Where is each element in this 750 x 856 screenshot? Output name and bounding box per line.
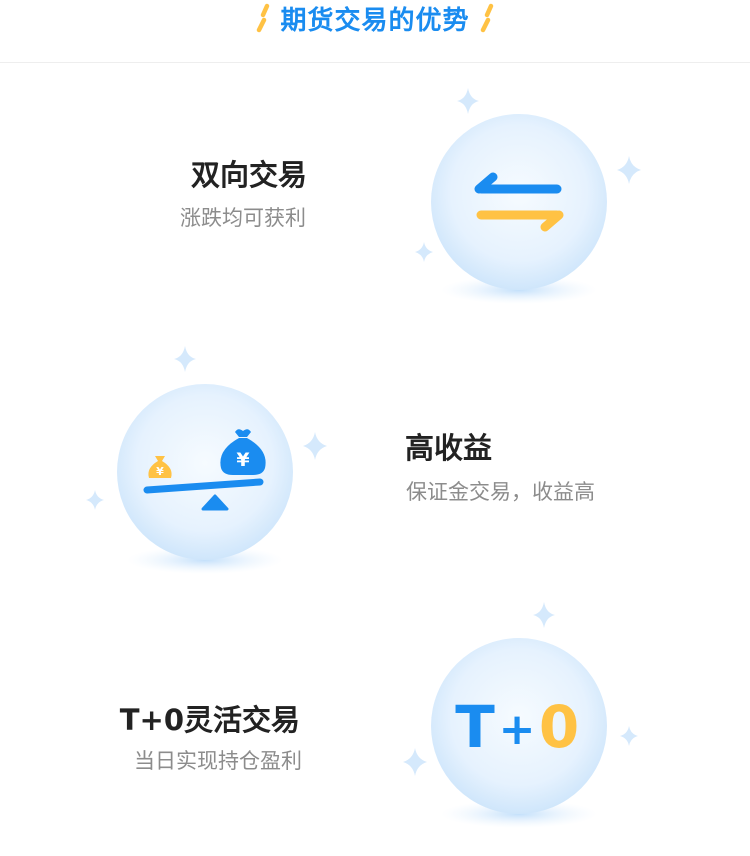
decor-slash-left-icon [257, 3, 270, 33]
exchange-arrows-icon [474, 172, 564, 232]
feature-title-t-plus-zero: T+0灵活交易 [119, 703, 300, 737]
sparkle-icon [533, 602, 555, 628]
section-header: 期货交易的优势 [0, 0, 750, 63]
feature-bubble-two-way [389, 72, 649, 332]
tplus-letter-t: T [455, 693, 495, 761]
tplus-plus-sign: + [499, 704, 536, 755]
sparkle-icon [86, 490, 104, 510]
sparkle-icon [403, 748, 427, 776]
sparkle-icon [617, 156, 641, 184]
feature-title-two-way: 双向交易 [190, 158, 307, 192]
feature-subtitle-t-plus-zero: 当日实现持仓盈利 [134, 749, 302, 773]
feature-subtitle-two-way: 涨跌均可获利 [180, 206, 306, 230]
feature-bubble-t-plus-zero: T + 0 [389, 596, 649, 856]
sparkle-icon [303, 432, 327, 460]
sparkle-icon [620, 726, 638, 746]
t-plus-zero-icon: T + 0 [455, 693, 579, 761]
money-balance-icon: ¥ ¥ [143, 429, 266, 511]
money-symbol-small: ¥ [156, 465, 164, 478]
sparkle-icon [174, 346, 196, 372]
money-symbol-large: ¥ [236, 449, 249, 471]
decor-slash-right-icon [480, 3, 493, 33]
tplus-zero-digit: 0 [539, 693, 579, 761]
feature-subtitle-high-return: 保证金交易，收益高 [406, 480, 595, 504]
feature-title-high-return: 高收益 [405, 431, 493, 465]
sparkle-icon [457, 88, 479, 114]
feature-bubble-high-return: ¥ ¥ [75, 342, 335, 602]
sparkle-icon [415, 242, 433, 262]
header-title: 期货交易的优势 [280, 5, 470, 36]
header-inner: 期货交易的优势 [0, 0, 750, 36]
